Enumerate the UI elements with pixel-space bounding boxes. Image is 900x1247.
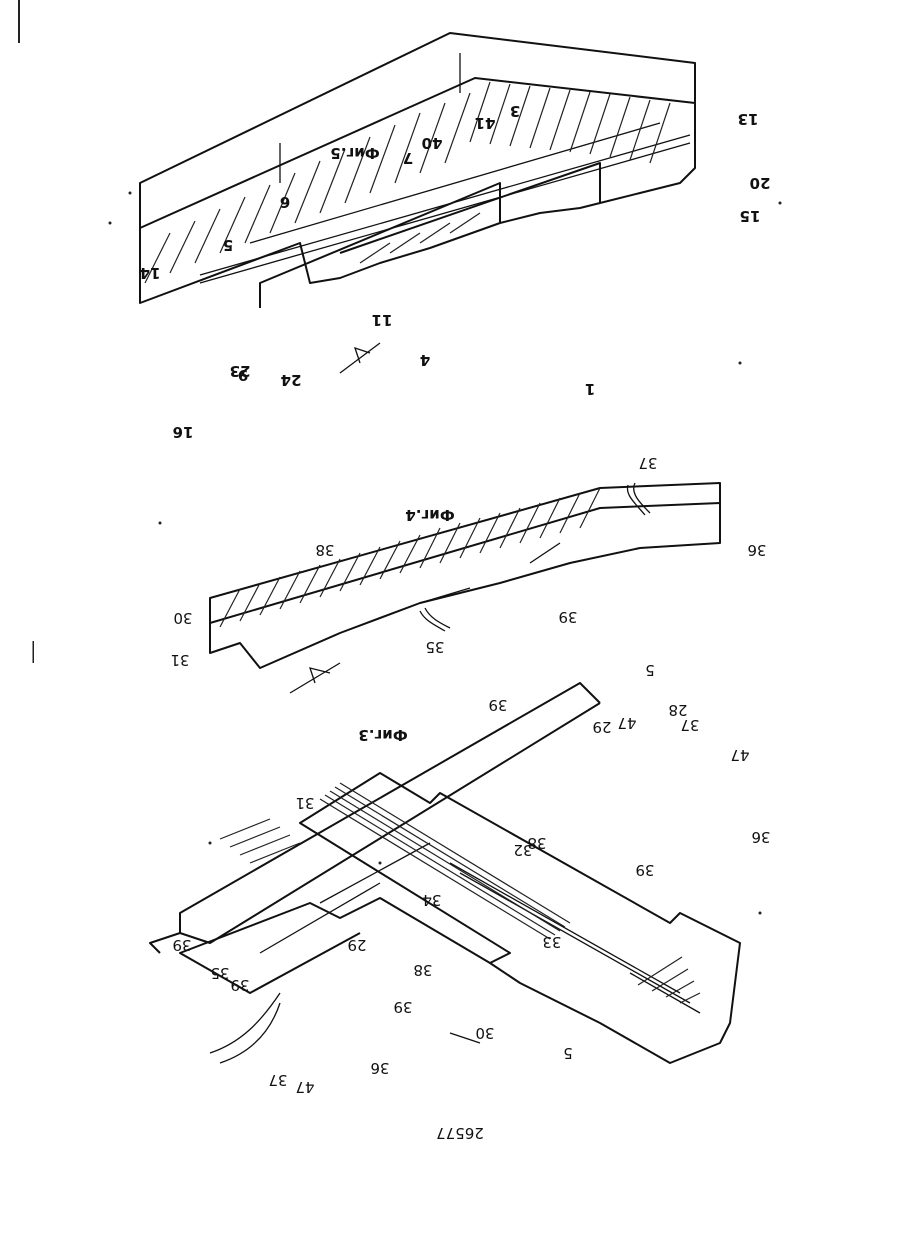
figure-4	[210, 483, 720, 693]
fig5-label-3: 3	[510, 102, 520, 120]
fig3-label-39-16: 39	[488, 696, 507, 714]
fig3-label-39-19: 39	[230, 976, 249, 994]
fig5-label-14: 14	[140, 264, 161, 282]
fig5-label-7: 7	[403, 149, 413, 167]
fig5-label-24: 24	[281, 371, 302, 389]
fig5-label-5: 5	[223, 236, 233, 254]
fig4-label-37: 37	[638, 454, 657, 472]
fig3-label-37-12: 37	[680, 716, 699, 734]
fig4-label-31: 31	[170, 651, 189, 669]
fig3-label-5-0: 5	[563, 1044, 573, 1062]
page-number: 26577	[436, 1124, 484, 1142]
fig5-label-15: 15	[740, 207, 761, 225]
fig3-label-34-8: 34	[422, 891, 441, 909]
fig3-label-36-10: 36	[751, 828, 770, 846]
fig5-label-23: 23	[230, 362, 251, 380]
fig3-label-30-4: 30	[475, 1024, 494, 1042]
fig5-label-41: 41	[475, 114, 496, 132]
fig3-caption: Фиг.3	[358, 726, 407, 744]
fig5-label-1: 1	[585, 380, 595, 398]
fig3-label-47-23: 47	[730, 746, 749, 764]
figure-5	[140, 33, 695, 373]
fig5-label-4: 4	[420, 351, 430, 369]
fig5-label-11: 11	[372, 311, 393, 329]
labels-layer: 26577Фиг.5134567911131415162023244041Фиг…	[140, 102, 771, 1142]
fig3-label-29-3: 29	[347, 936, 366, 954]
fig4-label-39: 39	[558, 608, 577, 626]
fig3-label-33-7: 33	[542, 933, 561, 951]
fig3-label-38-14: 38	[527, 834, 546, 852]
fig3-label-37-13: 37	[268, 1071, 287, 1089]
fig5-label-16: 16	[173, 423, 194, 441]
fig4-label-38: 38	[315, 541, 334, 559]
fig4-label-36: 36	[747, 541, 766, 559]
fig5-label-13: 13	[738, 110, 759, 128]
fig3-label-39-18: 39	[635, 861, 654, 879]
fig3-label-31-5: 31	[295, 794, 314, 812]
fig3-label-36-11: 36	[370, 1059, 389, 1077]
fig3-label-39-17: 39	[172, 936, 191, 954]
fig3-label-29-2: 29	[592, 718, 611, 736]
fig5-label-40: 40	[422, 134, 443, 152]
fig4-label-30: 30	[173, 609, 192, 627]
specks	[18, 0, 782, 915]
fig3-label-38-15: 38	[413, 961, 432, 979]
fig3-label-47-22: 47	[295, 1078, 314, 1096]
fig4-label-35: 35	[425, 638, 444, 656]
fig3-label-47-21: 47	[617, 714, 636, 732]
fig3-label-35-9: 35	[210, 964, 229, 982]
fig5-label-20: 20	[750, 174, 771, 192]
fig3-label-39-20: 39	[393, 998, 412, 1016]
fig4-label-5: 5	[645, 661, 655, 679]
fig5-label-6: 6	[280, 193, 290, 211]
fig4-caption: Фиг.4	[405, 506, 454, 524]
fig5-caption: Фиг.5	[330, 144, 379, 162]
